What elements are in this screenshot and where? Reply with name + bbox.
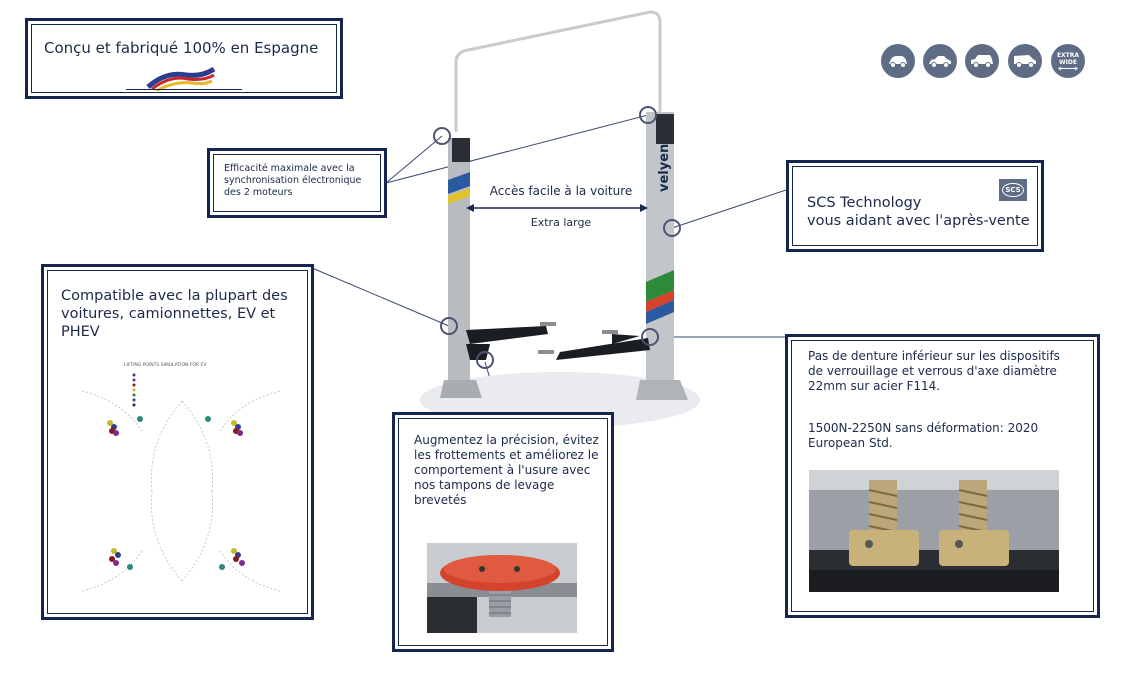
flag-underline: [126, 89, 242, 90]
van-icon: [1008, 44, 1042, 78]
lifting-pads-box: Augmentez la précision, évitez les frott…: [392, 412, 614, 652]
extra-wide-icon: EXTRA WIDE: [1051, 44, 1085, 78]
made-in-spain-box: Conçu et fabriqué 100% en Espagne: [25, 18, 343, 99]
diagram-title: LIFTING POINTS SIMULATION FOR EV: [124, 363, 207, 368]
spain-flag-icon: [146, 67, 216, 91]
extra-wide-label: EXTRA WIDE: [1056, 51, 1080, 66]
front-right-points: [231, 420, 243, 436]
car-sedan-icon: [923, 44, 957, 78]
suv-icon: [965, 44, 999, 78]
lifting-pad-image: [427, 543, 577, 633]
scs-logo-icon: SCS: [999, 179, 1027, 201]
lifting-pads-text: Augmentez la précision, évitez les frott…: [414, 433, 599, 507]
legend-markers: [132, 373, 136, 407]
sync-motors-text: Efficacité maximale avec la synchronisat…: [224, 163, 362, 198]
access-label: Accès facile à la voiture: [489, 184, 633, 198]
rear-right-points: [231, 548, 245, 566]
car-small-icon: [881, 44, 915, 78]
scs-logo-text: SCS: [1002, 183, 1024, 197]
deformation-standard-text: 1500N-2250N sans déformation: 2020 Europ…: [808, 421, 1039, 450]
front-left-points: [107, 420, 119, 436]
locking-devices-box: Pas de denture inférieur sur les disposi…: [785, 334, 1100, 618]
scs-subtitle: vous aidant avec l'après-vente: [807, 213, 1030, 229]
made-in-spain-text: Conçu et fabriqué 100% en Espagne: [44, 39, 319, 57]
compatibility-text: Compatible avec la plupart des voitures,…: [61, 288, 288, 341]
brand-text: velyen: [657, 144, 672, 192]
scs-title: SCS Technology: [807, 195, 922, 211]
rear-left-points: [109, 548, 121, 566]
lifting-points-diagram: [81, 373, 281, 592]
compatibility-box: Compatible avec la plupart des voitures,…: [41, 264, 314, 620]
scs-technology-box: SCS Technology vous aidant avec l'après-…: [786, 160, 1044, 252]
lock-mechanism-image: [809, 470, 1059, 592]
sync-motors-box: Efficacité maximale avec la synchronisat…: [207, 148, 387, 218]
extra-large-label: Extra large: [530, 216, 592, 229]
locking-devices-text: Pas de denture inférieur sur les disposi…: [808, 349, 1060, 393]
